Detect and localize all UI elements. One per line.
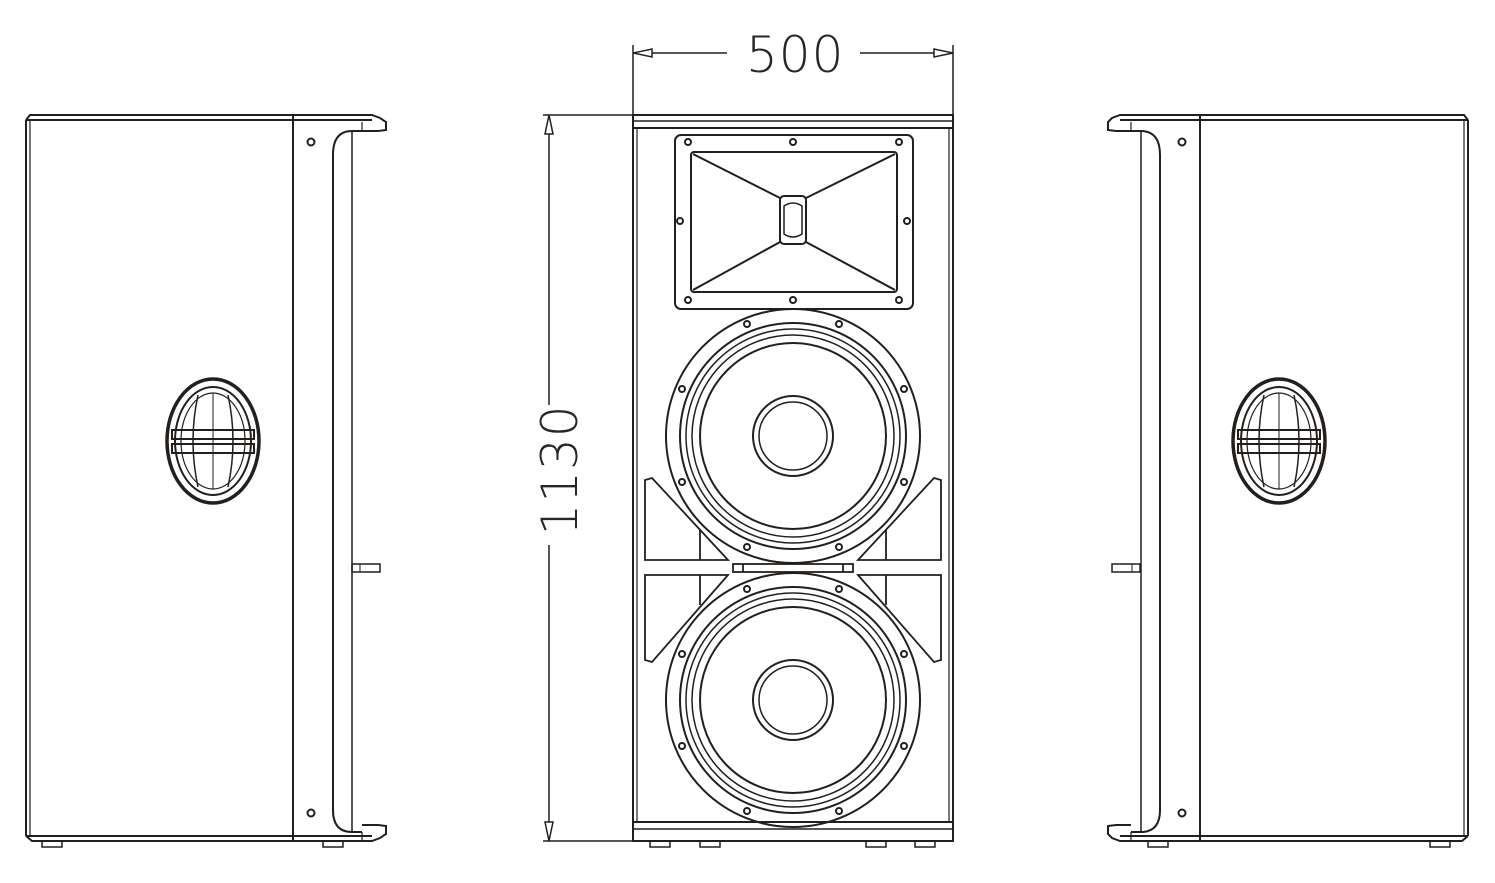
front-view (632, 114, 954, 848)
height-dimension-line (543, 114, 633, 842)
width-dimension-label: 500 (746, 26, 845, 84)
right-side-view (1107, 114, 1469, 848)
side-handle-icon (165, 377, 261, 505)
upper-woofer-icon (665, 308, 921, 564)
bass-port-icon (644, 476, 942, 664)
horn-tweeter-icon (674, 134, 914, 310)
lower-woofer-icon (665, 572, 921, 828)
left-side-view (25, 114, 387, 848)
width-dimension-line (632, 45, 954, 115)
height-dimension-label: 1130 (531, 404, 589, 536)
side-handle-icon (1231, 377, 1327, 505)
